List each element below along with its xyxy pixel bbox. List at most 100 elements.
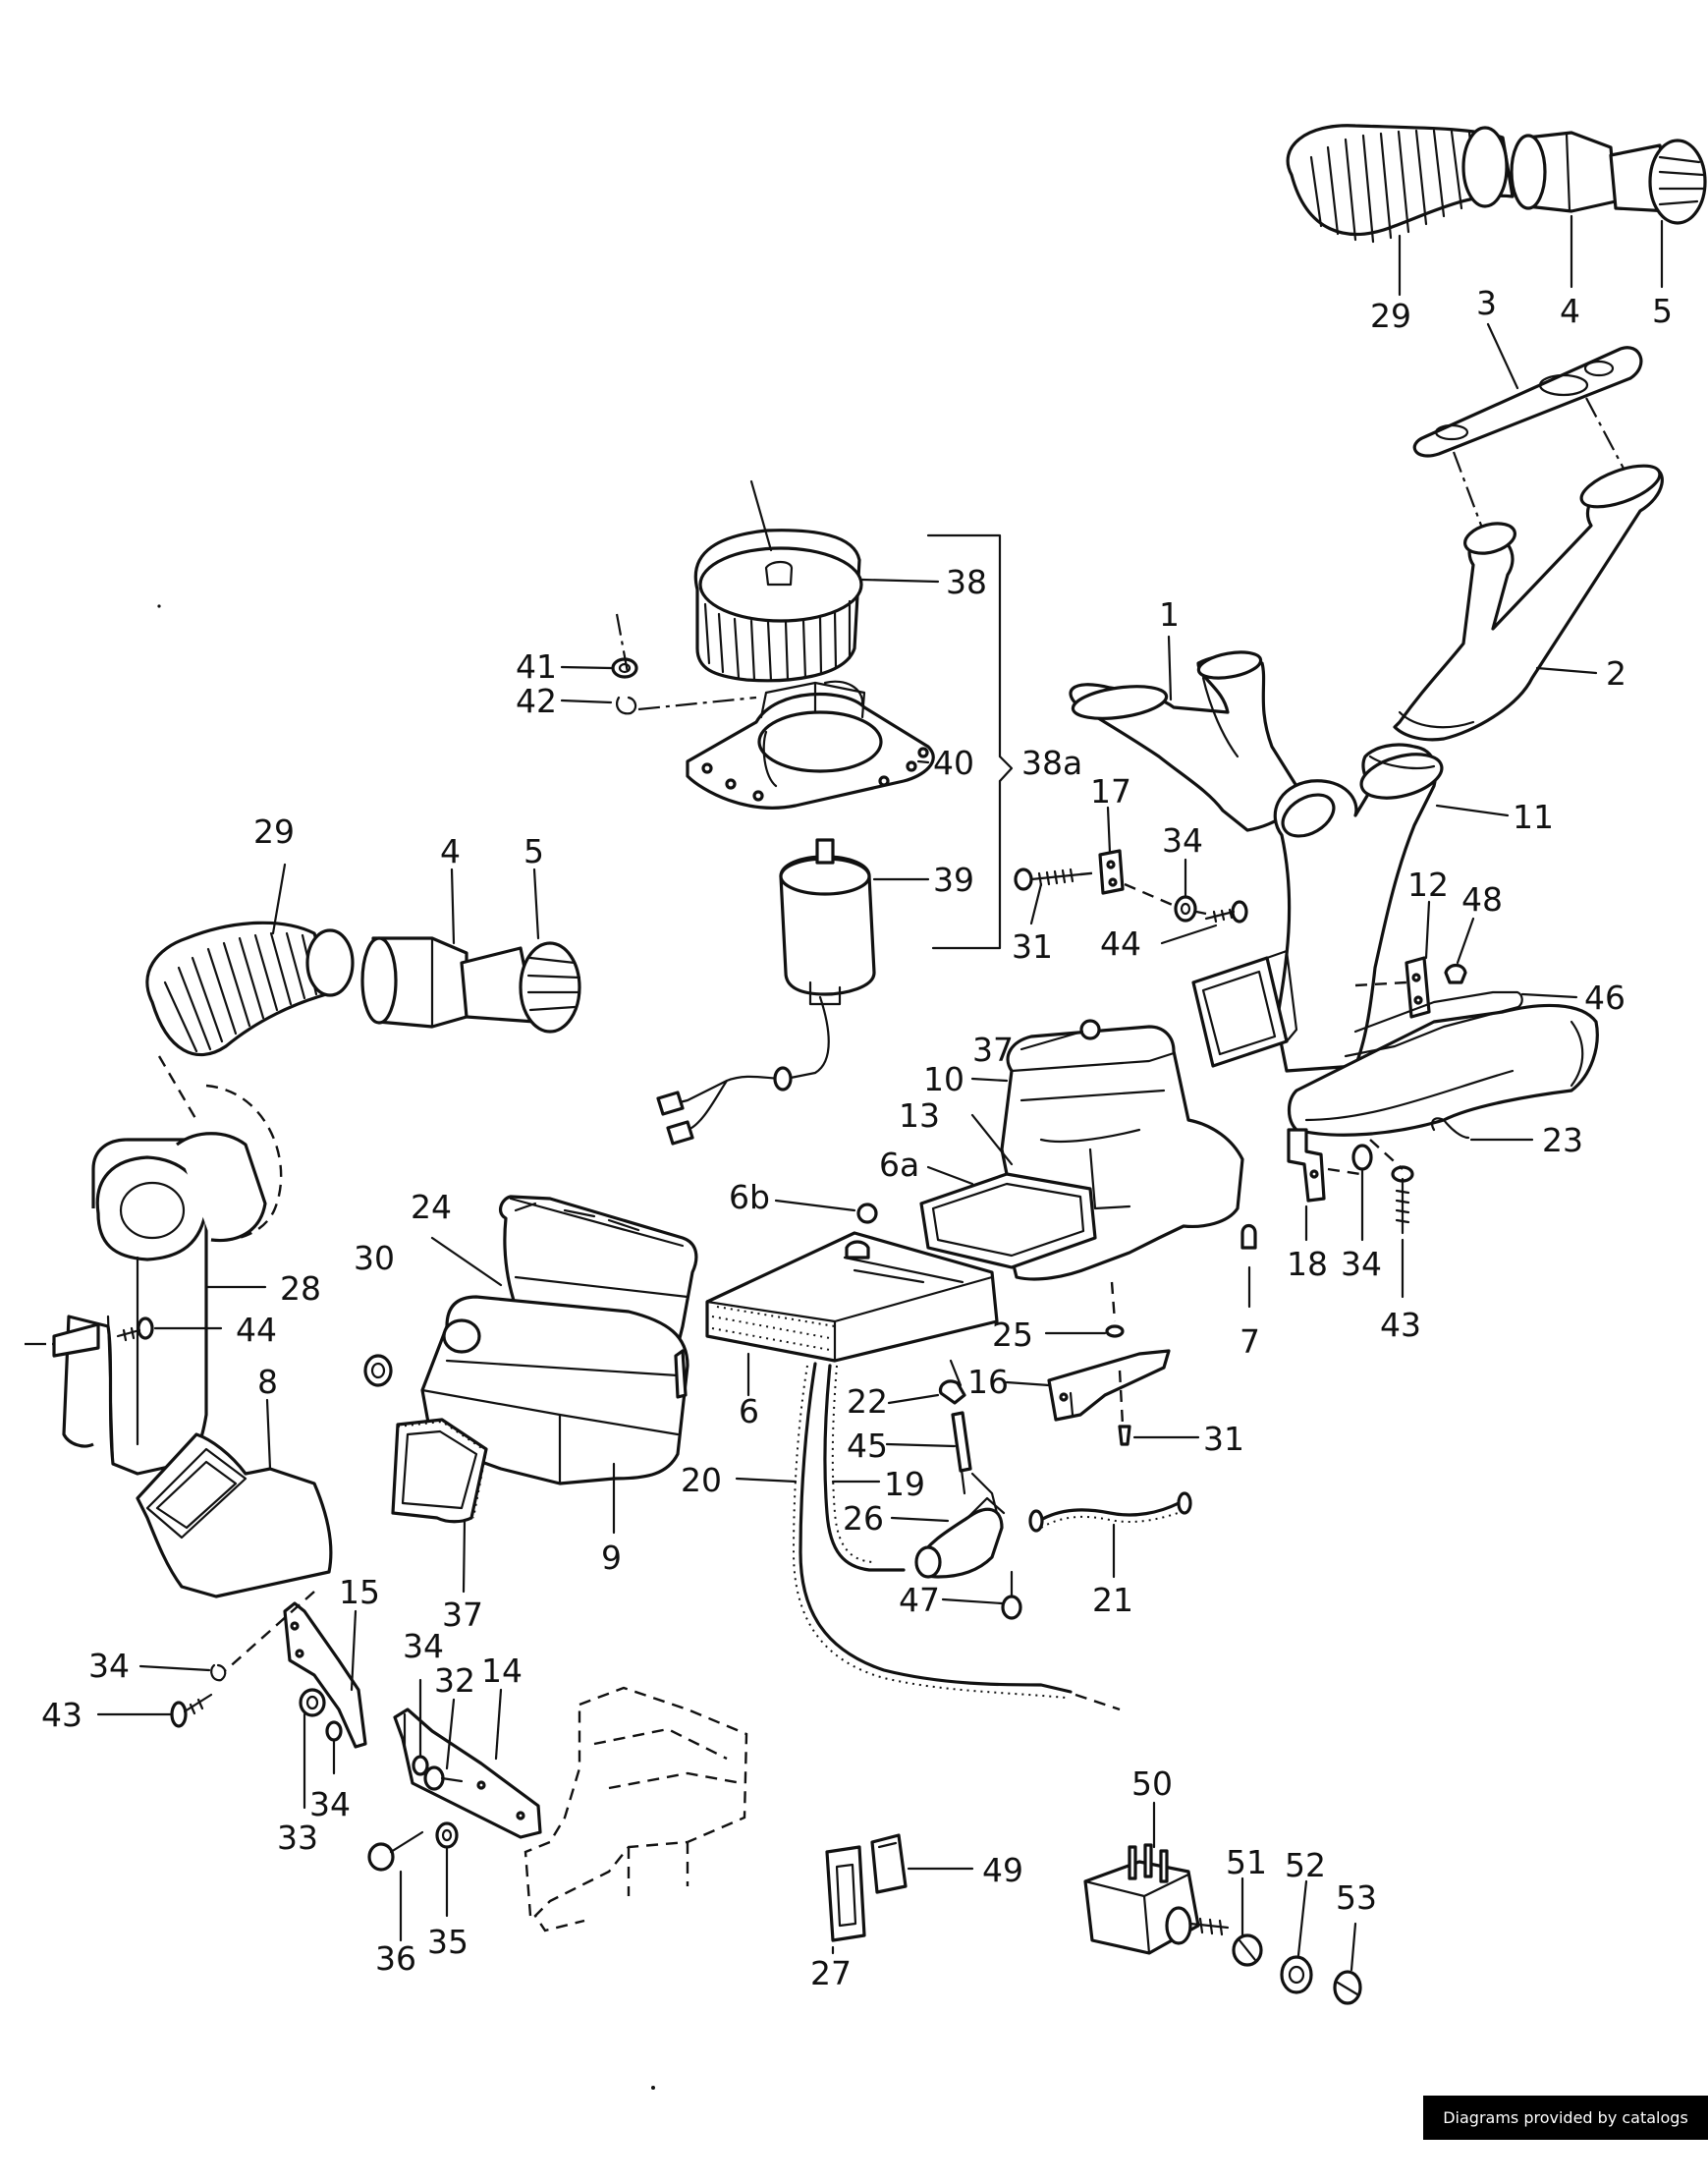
leader-16 [1005, 1380, 1051, 1387]
part-nozzle-5-top [1609, 139, 1707, 225]
label-25: 25 [992, 1316, 1033, 1354]
part-screw-32 [423, 1765, 464, 1791]
part-motor-39 [779, 838, 876, 1006]
label-12: 12 [1407, 866, 1449, 904]
part-motor-39-grommet [773, 1066, 793, 1092]
part-washer-34e [325, 1720, 343, 1742]
part-heater-core-6 [705, 1203, 999, 1363]
part-vent-frame-left [1191, 949, 1298, 1068]
part-duct-28 [62, 1132, 267, 1476]
leader-6a [926, 1165, 974, 1186]
label-37: 37 [442, 1596, 483, 1634]
artifact-dot [651, 2086, 655, 2090]
part-duct-1 [1069, 650, 1300, 832]
label-30: 30 [354, 1239, 395, 1277]
label-22: 22 [847, 1382, 888, 1421]
label-39: 39 [933, 861, 974, 899]
part-outlet-46 [1287, 1003, 1599, 1137]
leader-22 [887, 1393, 940, 1405]
part-screw-36 [367, 1830, 424, 1872]
part-clip-44-bracket [52, 1322, 100, 1358]
part-screw-44a [1204, 900, 1248, 924]
part-switch-50 [1083, 1843, 1230, 1955]
leader-45 [885, 1442, 957, 1448]
part-blower-wheel-38 [693, 529, 863, 683]
label-53: 53 [1336, 1878, 1377, 1917]
part-connector-4-top [1510, 131, 1618, 213]
label-17: 17 [1090, 772, 1131, 811]
label-34: 34 [1162, 821, 1203, 860]
part-motor-39-wire-b [686, 1079, 729, 1132]
leader-10 [970, 1077, 1009, 1083]
part-washer-34b [1351, 1144, 1373, 1171]
label-44: 44 [236, 1311, 277, 1349]
leader-38 [860, 578, 940, 584]
label-45: 45 [847, 1427, 888, 1465]
leader-3 [1486, 322, 1519, 390]
part-washer-25 [1105, 1324, 1125, 1338]
part-screw-44b [116, 1316, 154, 1342]
part-motor-39-connector-a [656, 1091, 685, 1116]
leader-14 [494, 1688, 503, 1761]
leader-40 [916, 759, 930, 764]
label-50: 50 [1131, 1764, 1173, 1803]
label-5: 5 [1652, 292, 1673, 330]
part-duct-8 [136, 1432, 333, 1598]
label-7: 7 [1240, 1322, 1260, 1361]
label-6a: 6a [879, 1146, 919, 1184]
leader-37a [1019, 1030, 1084, 1051]
label-35: 35 [427, 1923, 468, 1961]
label-34: 34 [1341, 1245, 1382, 1283]
leader-53 [1350, 1922, 1357, 1972]
axis-34a [1124, 882, 1176, 908]
leader-52 [1296, 1879, 1308, 1957]
leader-42 [560, 699, 613, 704]
part-screw-43b [170, 1693, 213, 1728]
axis-22 [949, 1359, 963, 1387]
bracket-38a-notch [998, 755, 1014, 783]
part-hose-19-texture [831, 1365, 873, 1563]
part-hose-19 [823, 1364, 906, 1572]
label-18: 18 [1287, 1245, 1328, 1283]
part-knob-52 [1280, 1955, 1313, 1994]
label-43: 43 [41, 1696, 83, 1734]
part-screw-47 [1001, 1570, 1022, 1620]
leader-37b [462, 1519, 467, 1594]
leader-32 [445, 1698, 456, 1770]
label-36: 36 [375, 1939, 416, 1978]
leader-1 [1167, 635, 1173, 701]
label-13: 13 [899, 1096, 940, 1135]
part-hose-29-left [145, 921, 355, 1057]
leader-8 [265, 1398, 272, 1471]
part-wire-46 [1344, 990, 1523, 1058]
phantom-mounting-structure [523, 1686, 748, 1932]
label-31: 31 [1203, 1420, 1244, 1458]
leader-46 [1520, 992, 1578, 999]
part-heater-box-9 [420, 1295, 689, 1485]
label-52: 52 [1285, 1846, 1326, 1884]
leader-4b [450, 868, 456, 945]
part-cable-45-end [970, 1472, 999, 1515]
heater-blower-exploded-diagram: 29 3 4 5 38 41 42 40 38a 39 1 2 11 17 34… [25, 124, 1707, 2090]
label-20: 20 [681, 1461, 722, 1499]
part-motor-39-connector-b [666, 1120, 694, 1146]
part-bracket-18 [1287, 1128, 1326, 1203]
label-6: 6 [739, 1392, 759, 1430]
label-1: 1 [1159, 595, 1180, 634]
label-11: 11 [1513, 798, 1554, 836]
bracket-38a [926, 533, 1002, 950]
part-grommet-30 [363, 1354, 393, 1387]
part-washer-34d [412, 1755, 429, 1776]
axis-16-screw [1118, 1370, 1125, 1426]
part-screw-31a [1014, 868, 1082, 891]
part-clip-23 [1430, 1117, 1470, 1140]
label-38: 38 [946, 563, 987, 601]
label-28: 28 [280, 1269, 321, 1308]
label-4: 4 [440, 832, 461, 870]
leader-47 [941, 1597, 1004, 1605]
label-32: 32 [434, 1661, 475, 1700]
part-washer-34a [1174, 895, 1197, 923]
part-washer-35 [435, 1821, 459, 1849]
artifact-dot [157, 604, 161, 608]
leader-5b [532, 868, 540, 940]
